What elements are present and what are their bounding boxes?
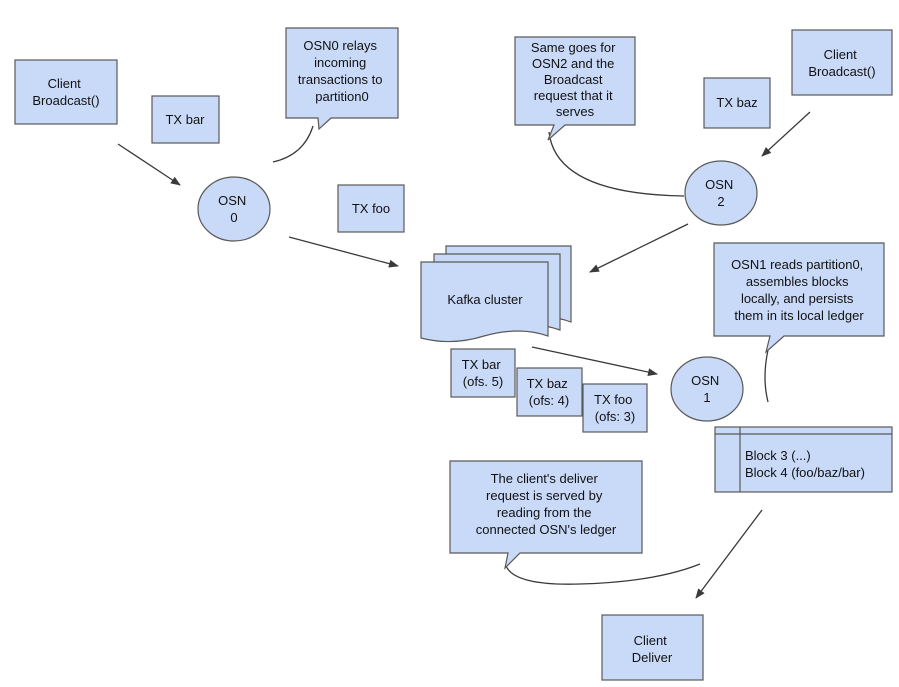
tx-bar-offset-label: TX bar (ofs. 5) [462, 357, 505, 389]
arrow-osn0-to-kafka [288, 236, 399, 268]
tx-foo-offset-node: TX foo (ofs: 3) [582, 383, 648, 433]
osn1-label: OSN 1 [691, 373, 723, 405]
tx-foo-node: TX foo [337, 184, 405, 233]
client-broadcast-right-node: Client Broadcast() [791, 29, 893, 96]
client-broadcast-left-node: Client Broadcast() [14, 59, 118, 125]
kafka-cluster-label: Kafka cluster [447, 292, 523, 307]
tx-bar-node: TX bar [151, 95, 220, 144]
tx-bar-label: TX bar [165, 112, 205, 127]
osn0-callout: OSN0 relays incoming transactions to par… [272, 27, 399, 163]
osn1-callout: OSN1 reads partition0, assembles blocks … [713, 242, 885, 403]
arrow-osn2-to-kafka [589, 223, 689, 273]
osn2-node: OSN 2 [684, 160, 758, 226]
tx-bar-offset-node: TX bar (ofs. 5) [450, 348, 516, 398]
osn2-callout-text: Same goes for OSN2 and the Broadcast req… [531, 40, 619, 119]
osn1-ledger-node: Block 3 (...) Block 4 (foo/baz/bar) [714, 426, 893, 493]
osn0-node: OSN 0 [197, 176, 271, 242]
kafka-stack-front [420, 261, 549, 343]
osn0-label: OSN 0 [218, 193, 250, 225]
client-deliver-label: Client Deliver [632, 633, 673, 665]
osn1-node: OSN 1 [670, 356, 744, 422]
osn1-callout-text: OSN1 reads partition0, assembles blocks … [731, 257, 867, 323]
arrow-client-to-osn0 [117, 143, 181, 186]
osn2-label: OSN 2 [705, 177, 737, 209]
tx-baz-offset-node: TX baz (ofs: 4) [516, 367, 583, 417]
tx-foo-label: TX foo [352, 201, 390, 216]
kafka-cluster-node: Kafka cluster [420, 245, 572, 343]
tx-foo-offset-label: TX foo (ofs: 3) [594, 392, 636, 424]
osn0-callout-text: OSN0 relays incoming transactions to par… [298, 38, 386, 104]
tx-baz-node: TX baz [703, 77, 771, 129]
arrow-ledger-to-client-deliver [695, 509, 763, 599]
arrow-client-to-osn2 [761, 111, 811, 157]
tx-baz-offset-label: TX baz (ofs: 4) [527, 376, 572, 408]
client-broadcast-left-label: Client Broadcast() [32, 76, 99, 108]
ledger-label: Block 3 (...) Block 4 (foo/baz/bar) [745, 448, 865, 480]
tx-baz-label: TX baz [716, 95, 757, 110]
arrow-kafka-to-osn1 [531, 346, 658, 377]
osn2-callout: Same goes for OSN2 and the Broadcast req… [514, 36, 685, 197]
deliver-callout: The client's deliver request is served b… [449, 460, 701, 585]
client-deliver-node: Client Deliver [601, 614, 704, 681]
client-broadcast-right-label: Client Broadcast() [808, 47, 875, 79]
deliver-callout-text: The client's deliver request is served b… [476, 471, 617, 537]
